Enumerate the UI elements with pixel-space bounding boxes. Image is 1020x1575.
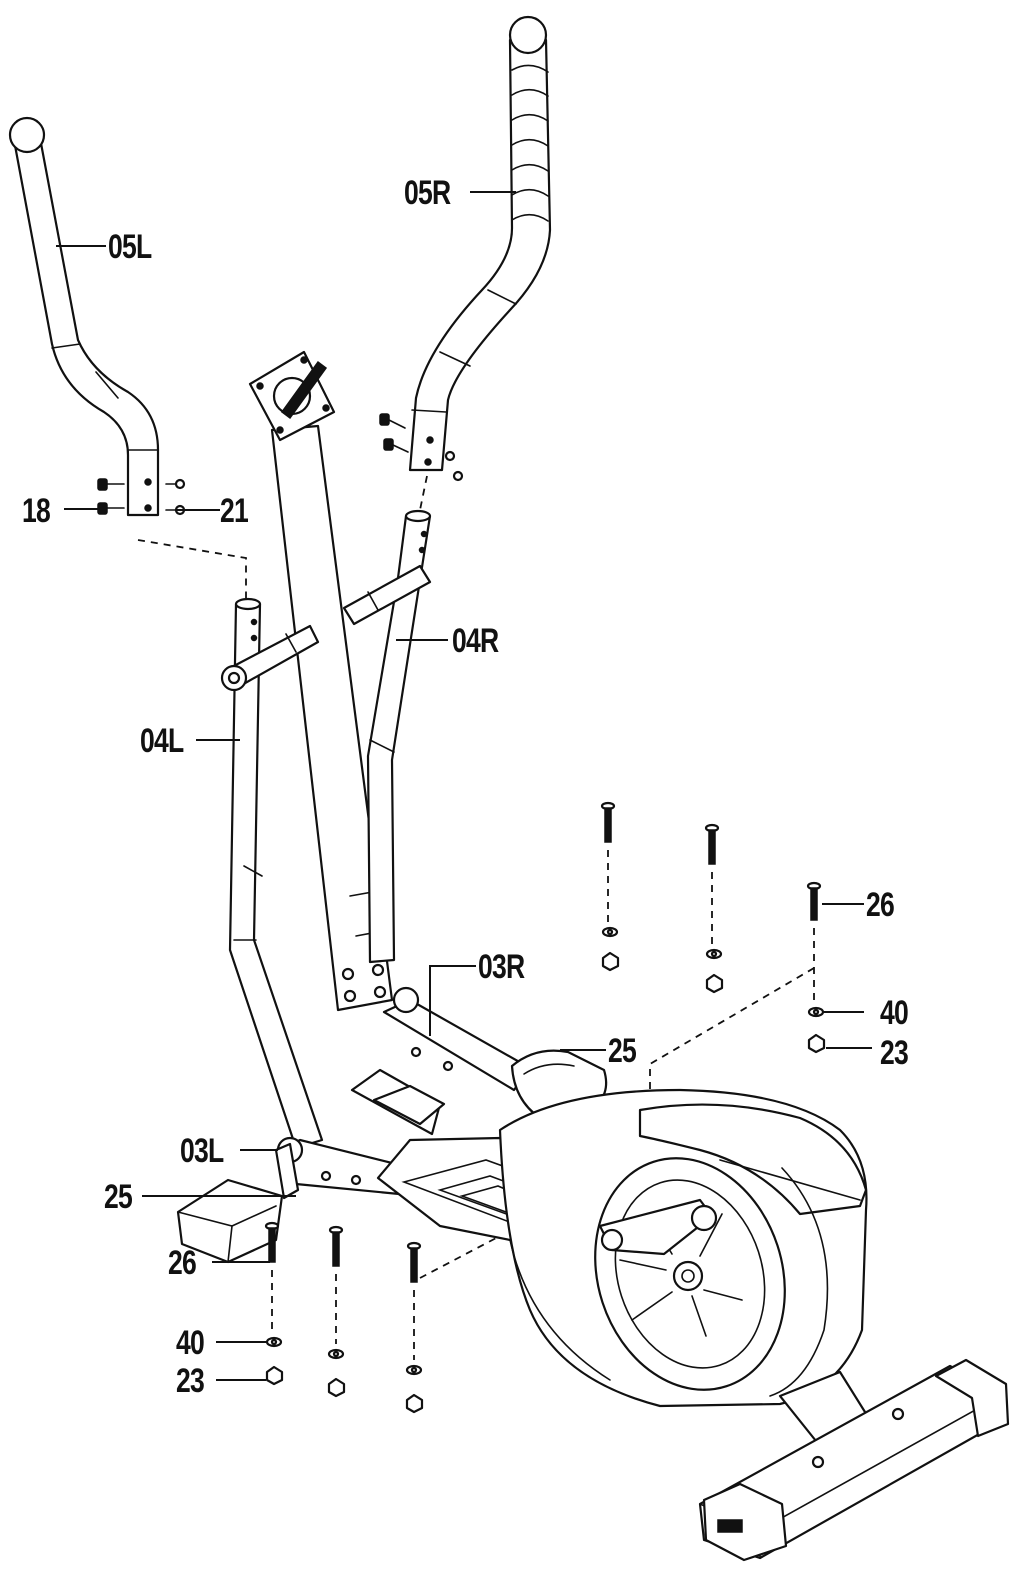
callout-26-rear: 26 [866, 886, 895, 924]
callout-25-rear: 25 [608, 1032, 637, 1070]
hardware-bottom-3 [405, 1241, 424, 1414]
flywheel-housing [498, 1088, 868, 1408]
callout-03l: 03L [180, 1132, 224, 1170]
callout-26-front: 26 [168, 1244, 197, 1282]
pedal-front [176, 1178, 284, 1264]
front-base [350, 1068, 446, 1136]
leader-lines [56, 191, 872, 1381]
callout-05l: 05L [108, 228, 152, 266]
rear-stabiliser [698, 1358, 1010, 1562]
handlebar-right [408, 15, 552, 472]
callout-04r: 04R [452, 622, 499, 660]
right-handlebar-bolts [379, 413, 464, 482]
hardware-top-1 [600, 801, 620, 972]
hardware-bottom-1 [264, 1221, 284, 1386]
callout-05r: 05R [404, 174, 451, 212]
callout-03r: 03R [478, 948, 525, 986]
callout-23-rear: 23 [880, 1034, 909, 1072]
left-handlebar-bolts [97, 478, 186, 516]
upright-arm-left [220, 597, 324, 1150]
callout-21: 21 [220, 492, 249, 530]
callout-40-rear: 40 [880, 994, 909, 1032]
assembly-line-front-base [419, 1235, 501, 1279]
callout-04l: 04L [140, 722, 184, 760]
callout-25-front: 25 [104, 1178, 133, 1216]
handlebar-left [8, 116, 160, 517]
callout-18: 18 [22, 492, 51, 530]
hardware-bottom-2 [327, 1225, 346, 1398]
assembly-line-left-handlebar [137, 539, 247, 598]
upright-arm-right [342, 509, 432, 964]
pedal-arm-right [382, 986, 532, 1092]
assembly-line-rear-base [649, 967, 815, 1090]
callout-40-front: 40 [176, 1324, 205, 1362]
callout-23-front: 23 [176, 1362, 205, 1400]
assembly-line-right-handlebar [419, 475, 428, 511]
hardware-top-2 [704, 823, 724, 994]
hardware-top-3 [806, 881, 826, 1054]
